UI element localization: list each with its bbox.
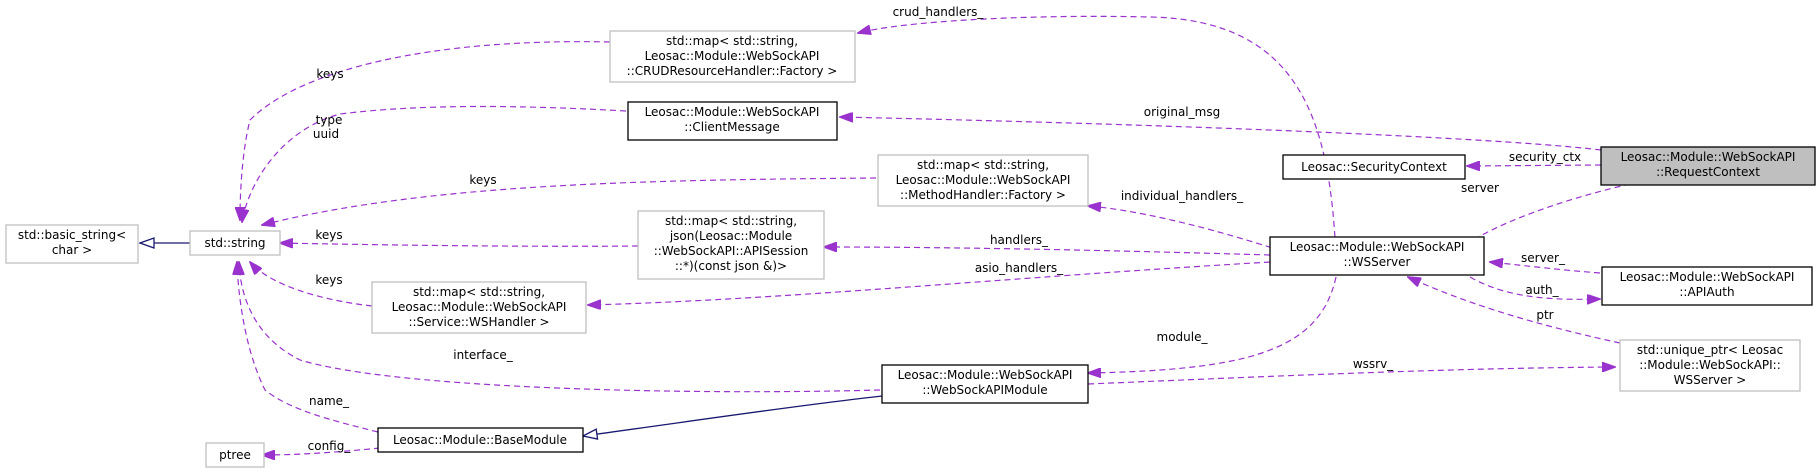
label-interface: interface_ [453, 348, 514, 362]
node-std-string-line1: std::string [204, 236, 265, 250]
node-wsserver[interactable]: Leosac::Module::WebSockAPI ::WSServer [1269, 236, 1485, 276]
label-handlers: handlers_ [990, 233, 1049, 247]
node-unique-ptr-line2: ::Module::WebSockAPI:: [1639, 358, 1781, 372]
edge-config [262, 447, 381, 455]
edge-handlers [824, 247, 1271, 256]
label-keys-method: keys [469, 173, 496, 187]
node-unique-ptr-line3: WSServer > [1674, 373, 1747, 387]
edge-server-apiauth [1490, 262, 1601, 274]
edge-keys-json [280, 243, 639, 246]
label-original-msg: original_msg [1144, 105, 1220, 119]
node-security-context[interactable]: Leosac::SecurityContext [1282, 154, 1466, 180]
node-apiauth-line1: Leosac::Module::WebSockAPI [1620, 270, 1795, 284]
node-apiauth[interactable]: Leosac::Module::WebSockAPI ::APIAuth [1601, 266, 1813, 306]
node-websockapi-module[interactable]: Leosac::Module::WebSockAPI ::WebSockAPIM… [881, 364, 1089, 404]
node-map-crud[interactable]: std::map< std::string, Leosac::Module::W… [609, 30, 856, 83]
node-map-json-line4: ::*)(const json &)> [675, 259, 787, 273]
node-basemodule-line1: Leosac::Module::BaseModule [393, 433, 567, 447]
edge-name [237, 262, 379, 433]
node-map-method-line3: ::MethodHandler::Factory > [900, 188, 1066, 202]
label-server-apiauth: server_ [1521, 251, 1566, 265]
label-config: config_ [308, 439, 352, 453]
node-map-json-line1: std::map< std::string, [665, 214, 797, 228]
label-ptr: ptr [1536, 308, 1553, 322]
edge-auth [1469, 276, 1600, 299]
node-request-context-line1: Leosac::Module::WebSockAPI [1621, 150, 1796, 164]
label-crud-handlers: crud_handlers_ [893, 5, 985, 19]
edge-crud-handlers [858, 15, 1337, 258]
node-std-string[interactable]: std::string [189, 230, 281, 256]
edge-ptr [1408, 277, 1621, 344]
node-security-context-line1: Leosac::SecurityContext [1301, 160, 1447, 174]
node-ptree[interactable]: ptree [205, 442, 265, 468]
label-auth: auth_ [1525, 283, 1559, 297]
edge-individual-handlers [1088, 206, 1301, 258]
node-basic-string[interactable]: std::basic_string< char > [5, 224, 139, 264]
node-map-crud-line2: Leosac::Module::WebSockAPI [645, 49, 820, 63]
node-map-ws-line1: std::map< std::string, [413, 285, 545, 299]
label-wssrv: wssrv_ [1353, 357, 1394, 371]
node-websockapi-module-line2: ::WebSockAPIModule [922, 383, 1047, 397]
label-server: server [1461, 181, 1499, 195]
label-keys-ws: keys [315, 273, 342, 287]
edge-interface [239, 262, 881, 393]
label-individual-handlers: individual_handlers_ [1121, 189, 1244, 203]
node-map-ws[interactable]: std::map< std::string, Leosac::Module::W… [371, 281, 587, 334]
node-map-crud-line1: std::map< std::string, [666, 34, 798, 48]
label-name: name_ [309, 394, 350, 408]
node-basic-string-line2: char > [52, 243, 92, 257]
node-request-context[interactable]: Leosac::Module::WebSockAPI ::RequestCont… [1600, 146, 1816, 186]
edge-security-ctx [1467, 165, 1602, 166]
node-client-message-line2: ::ClientMessage [684, 120, 779, 134]
label-module: module_ [1157, 330, 1209, 344]
edge-type-uuid [242, 105, 627, 222]
edge-inherit-module [583, 395, 883, 436]
edge-keys-crud [240, 41, 611, 220]
edge-keys-method [262, 177, 877, 225]
node-unique-ptr[interactable]: std::unique_ptr< Leosac ::Module::WebSoc… [1619, 339, 1801, 392]
edge-keys-ws [250, 262, 373, 307]
edge-original-msg [840, 117, 1602, 151]
label-keys-crud: keys [316, 67, 343, 81]
node-apiauth-line2: ::APIAuth [1679, 285, 1734, 299]
node-wsserver-line2: ::WSServer [1344, 255, 1411, 269]
label-asio-handlers: asio_handlers_ [975, 261, 1064, 275]
label-security-ctx: security_ctx [1509, 150, 1581, 164]
label-type: type [316, 113, 343, 127]
node-wsserver-line1: Leosac::Module::WebSockAPI [1290, 240, 1465, 254]
node-request-context-line2: ::RequestContext [1656, 165, 1760, 179]
node-client-message[interactable]: Leosac::Module::WebSockAPI ::ClientMessa… [627, 101, 838, 141]
node-basemodule[interactable]: Leosac::Module::BaseModule [377, 427, 584, 453]
node-map-ws-line2: Leosac::Module::WebSockAPI [392, 300, 567, 314]
node-ptree-line1: ptree [219, 448, 251, 462]
node-map-json[interactable]: std::map< std::string, json(Leosac::Modu… [637, 210, 825, 280]
label-keys-json: keys [315, 228, 342, 242]
label-uuid: uuid [313, 127, 339, 141]
node-map-method-line2: Leosac::Module::WebSockAPI [896, 173, 1071, 187]
node-map-ws-line3: ::Service::WSHandler > [408, 315, 549, 329]
edge-asio-handlers [588, 261, 1271, 305]
node-map-json-line2: json(Leosac::Module [669, 229, 792, 243]
edge-wssrv [1087, 367, 1615, 385]
node-map-json-line3: ::WebSockAPI::APISession [654, 244, 809, 258]
node-map-method-line1: std::map< std::string, [917, 158, 1049, 172]
node-unique-ptr-line1: std::unique_ptr< Leosac [1637, 343, 1783, 357]
edge-module [1088, 276, 1337, 373]
node-map-crud-line3: ::CRUDResourceHandler::Factory > [627, 64, 838, 78]
node-client-message-line1: Leosac::Module::WebSockAPI [645, 105, 820, 119]
node-websockapi-module-line1: Leosac::Module::WebSockAPI [898, 368, 1073, 382]
node-map-method[interactable]: std::map< std::string, Leosac::Module::W… [877, 154, 1089, 207]
node-basic-string-line1: std::basic_string< [18, 228, 126, 242]
